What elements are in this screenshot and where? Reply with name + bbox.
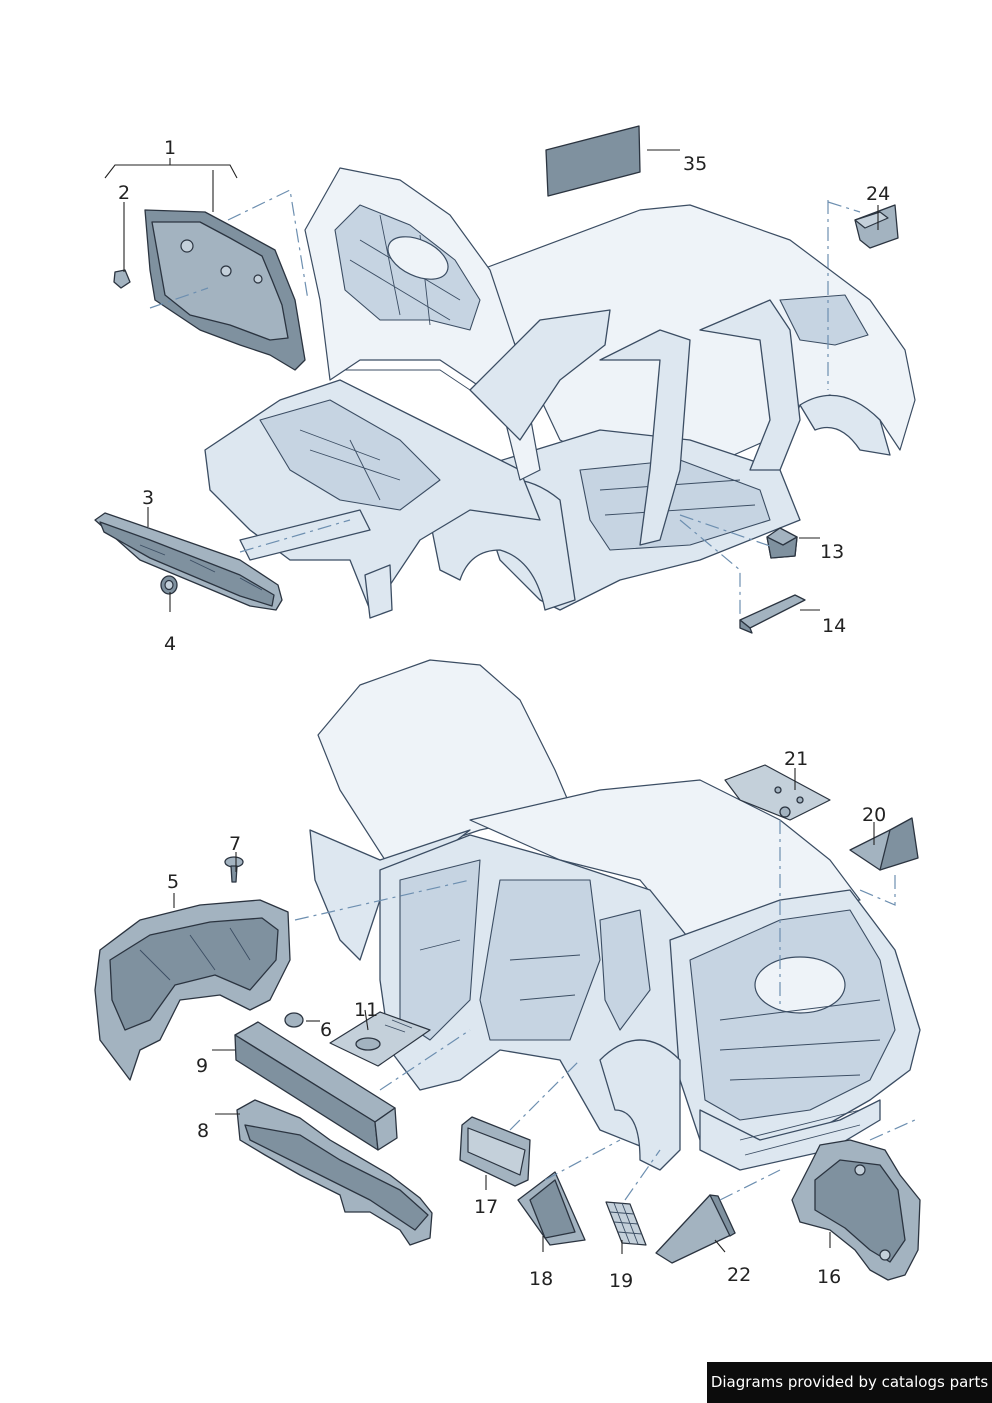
part-6-grommet <box>284 1012 304 1028</box>
part-22-panel <box>655 1194 736 1264</box>
callout-18: 18 <box>529 1268 553 1290</box>
callout-8: 8 <box>197 1120 209 1142</box>
callout-21: 21 <box>784 748 808 770</box>
part-2-clip <box>113 269 131 289</box>
upper-car-body <box>204 167 916 619</box>
part-13-block <box>766 527 798 559</box>
part-19-grid <box>605 1201 647 1246</box>
callout-3: 3 <box>142 487 154 509</box>
callout-1: 1 <box>164 137 176 159</box>
part-18-wedge <box>517 1171 586 1246</box>
callout-35: 35 <box>683 153 707 175</box>
callout-24: 24 <box>866 183 890 205</box>
part-17-tray <box>459 1116 531 1187</box>
part-7-screw <box>224 856 244 883</box>
callout-4: 4 <box>164 633 176 655</box>
solid-leaders <box>104 149 879 1254</box>
part-14-strip <box>739 594 806 634</box>
callout-17: 17 <box>474 1196 498 1218</box>
callout-labels: 1 2 3 4 35 24 13 14 21 20 7 5 6 11 9 8 1… <box>118 137 890 1292</box>
part-4-grommet <box>160 575 178 595</box>
credit-badge: Diagrams provided by catalogs parts <box>707 1362 992 1403</box>
callout-22: 22 <box>727 1264 751 1286</box>
callout-6: 6 <box>320 1019 332 1041</box>
callout-7: 7 <box>229 833 241 855</box>
callout-20: 20 <box>862 804 886 826</box>
callout-9: 9 <box>196 1055 208 1077</box>
part-24-bracket <box>854 204 899 249</box>
part-5-dash-insulation <box>94 899 291 1081</box>
part-35-pad <box>545 125 641 197</box>
callout-11: 11 <box>354 999 378 1021</box>
part-8-underdash <box>236 1099 433 1246</box>
callout-19: 19 <box>609 1270 633 1292</box>
callout-16: 16 <box>817 1266 841 1288</box>
part-11-pad <box>329 1011 431 1067</box>
dashed-leaders <box>149 189 916 1201</box>
part-20-block <box>849 817 919 871</box>
lower-car-body <box>309 659 921 1171</box>
callout-5: 5 <box>167 871 179 893</box>
part-3-plenum-panel <box>94 512 283 611</box>
part-21-plate <box>724 764 831 821</box>
callout-14: 14 <box>822 615 846 637</box>
callout-2: 2 <box>118 182 130 204</box>
part-16-liner <box>791 1139 921 1281</box>
part-1-hood-insulation <box>144 209 306 371</box>
part-9-foam <box>234 1021 398 1151</box>
callout-13: 13 <box>820 541 844 563</box>
